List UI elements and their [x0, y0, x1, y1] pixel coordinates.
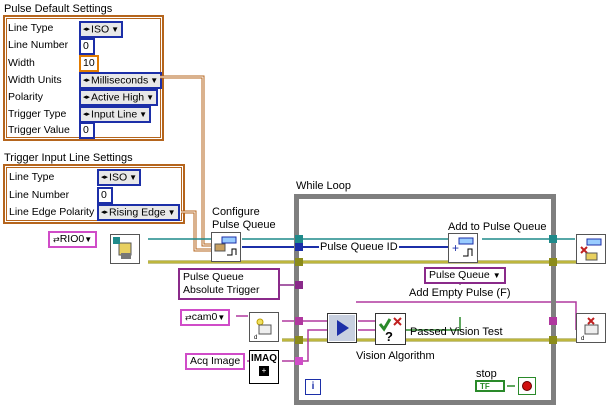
- dropdown-icon: ▼: [217, 313, 226, 322]
- camera-open-icon: [113, 237, 137, 261]
- configure-label-2: Pulse Queue: [212, 219, 276, 231]
- dropdown-icon: ▼: [146, 93, 155, 102]
- camera-init-icon: d: [251, 314, 277, 341]
- while-loop-label: While Loop: [296, 180, 352, 192]
- configure-pulse-queue-subvi[interactable]: [211, 232, 241, 262]
- ti-edge-polarity-ring[interactable]: ◂▸Rising Edge▼: [97, 204, 180, 221]
- ti-line-type-ring[interactable]: ◂▸ISO▼: [97, 169, 142, 186]
- rio-resource-constant[interactable]: ⇄RIO0▼: [48, 231, 98, 248]
- tunnel-error-out: [549, 258, 557, 266]
- stop-label: stop: [476, 368, 497, 380]
- pd-width-field[interactable]: 10: [79, 55, 99, 72]
- close-camera-subvi[interactable]: d: [576, 313, 606, 343]
- svg-text:+: +: [452, 241, 459, 255]
- io-icon: ⇄: [185, 313, 192, 322]
- vision-algorithm-subvi[interactable]: [327, 313, 357, 343]
- pd-width-units-label: Width Units: [8, 74, 62, 86]
- select-node[interactable]: ?: [375, 313, 406, 345]
- updown-icon: ◂▸: [83, 94, 91, 101]
- loop-condition-stop-icon: [518, 377, 536, 395]
- pulse-add-icon: +: [450, 235, 476, 261]
- pd-line-type-ring[interactable]: ◂▸ISO▼: [79, 21, 124, 38]
- dropdown-icon: ▼: [129, 173, 138, 182]
- tunnel-refnum-in: [295, 235, 303, 243]
- pulse-queue-absolute-trigger-constant[interactable]: Pulse Queue Absolute Trigger: [178, 268, 280, 300]
- pd-trigger-value-label: Trigger Value: [8, 124, 70, 136]
- svg-text:?: ?: [385, 329, 393, 344]
- dropdown-icon: ▼: [492, 271, 501, 280]
- ti-edge-polarity-label: Line Edge Polarity: [9, 206, 95, 218]
- imaq-create-icon: +: [259, 366, 269, 376]
- cam-session-constant[interactable]: ⇄cam0▼: [180, 309, 231, 326]
- tunnel-error2-in: [295, 336, 303, 344]
- tunnel-session-in: [295, 317, 303, 325]
- add-to-pulse-queue-label: Add to Pulse Queue: [448, 221, 547, 233]
- imaq-create-subvi[interactable]: IMAQ +: [249, 350, 279, 384]
- iteration-terminal: i: [305, 379, 321, 395]
- add-empty-pulse-label: Add Empty Pulse (F): [408, 287, 512, 300]
- dropdown-icon: ▼: [150, 76, 159, 85]
- while-loop-frame[interactable]: [294, 194, 556, 405]
- pd-trigger-type-label: Trigger Type: [8, 108, 67, 120]
- pd-line-number-label: Line Number: [8, 39, 69, 51]
- open-session-subvi[interactable]: [110, 234, 140, 264]
- check-x-question-icon: ?: [377, 315, 404, 344]
- play-icon: [329, 315, 355, 341]
- tunnel-id-in: [295, 243, 303, 251]
- ti-line-number-label: Line Number: [9, 189, 70, 201]
- tunnel-queue-mode-in: [295, 281, 303, 289]
- pd-line-number-field[interactable]: 0: [79, 38, 95, 55]
- close-camera-icon: d: [578, 315, 604, 342]
- close-pulse-icon: [578, 236, 604, 262]
- pulse-config-icon: [213, 234, 239, 260]
- ti-line-type-label: Line Type: [9, 171, 55, 183]
- acq-image-constant[interactable]: Acq Image: [185, 353, 246, 370]
- tunnel-error-in: [295, 258, 303, 266]
- dropdown-icon: ▼: [167, 208, 176, 217]
- pulse-default-title: Pulse Default Settings: [4, 3, 113, 15]
- pd-trigger-value-field[interactable]: 0: [79, 122, 95, 139]
- vision-algorithm-label: Vision Algorithm: [356, 350, 435, 362]
- svg-text:d: d: [581, 336, 584, 342]
- stop-terminal[interactable]: TF: [475, 380, 505, 392]
- pd-line-type-label: Line Type: [8, 22, 54, 34]
- configure-label-1: Configure: [212, 206, 260, 218]
- updown-icon: ◂▸: [101, 209, 109, 216]
- ti-line-number-field[interactable]: 0: [97, 187, 113, 204]
- pulse-queue-id-label: Pulse Queue ID: [319, 241, 399, 254]
- tunnel-refnum-out: [549, 235, 557, 243]
- tunnel-image-in: [295, 357, 303, 365]
- pd-width-label: Width: [8, 57, 35, 69]
- dropdown-icon: ▼: [111, 25, 120, 34]
- dropdown-icon: ▼: [84, 235, 93, 244]
- io-icon: ⇄: [53, 235, 60, 244]
- pd-polarity-label: Polarity: [8, 91, 44, 103]
- trigger-input-title: Trigger Input Line Settings: [4, 152, 133, 164]
- dropdown-icon: ▼: [139, 110, 148, 119]
- updown-icon: ◂▸: [83, 111, 91, 118]
- svg-text:d: d: [254, 335, 257, 341]
- updown-icon: ◂▸: [83, 26, 91, 33]
- tunnel-error2-out: [549, 336, 557, 344]
- passed-vision-test-label: Passed Vision Test: [410, 326, 503, 338]
- close-pulse-subvi[interactable]: [576, 234, 606, 264]
- add-to-pulse-queue-subvi[interactable]: +: [448, 233, 478, 263]
- pd-width-units-ring[interactable]: ◂▸Milliseconds▼: [79, 72, 163, 89]
- updown-icon: ◂▸: [83, 77, 91, 84]
- imaq-init-subvi[interactable]: d: [249, 312, 279, 342]
- updown-icon: ◂▸: [101, 174, 109, 181]
- tunnel-session-out: [549, 317, 557, 325]
- pulse-queue-ring[interactable]: Pulse Queue▼: [424, 267, 506, 284]
- pd-polarity-ring[interactable]: ◂▸Active High▼: [79, 89, 159, 106]
- pd-trigger-type-ring[interactable]: ◂▸Input Line▼: [79, 106, 152, 123]
